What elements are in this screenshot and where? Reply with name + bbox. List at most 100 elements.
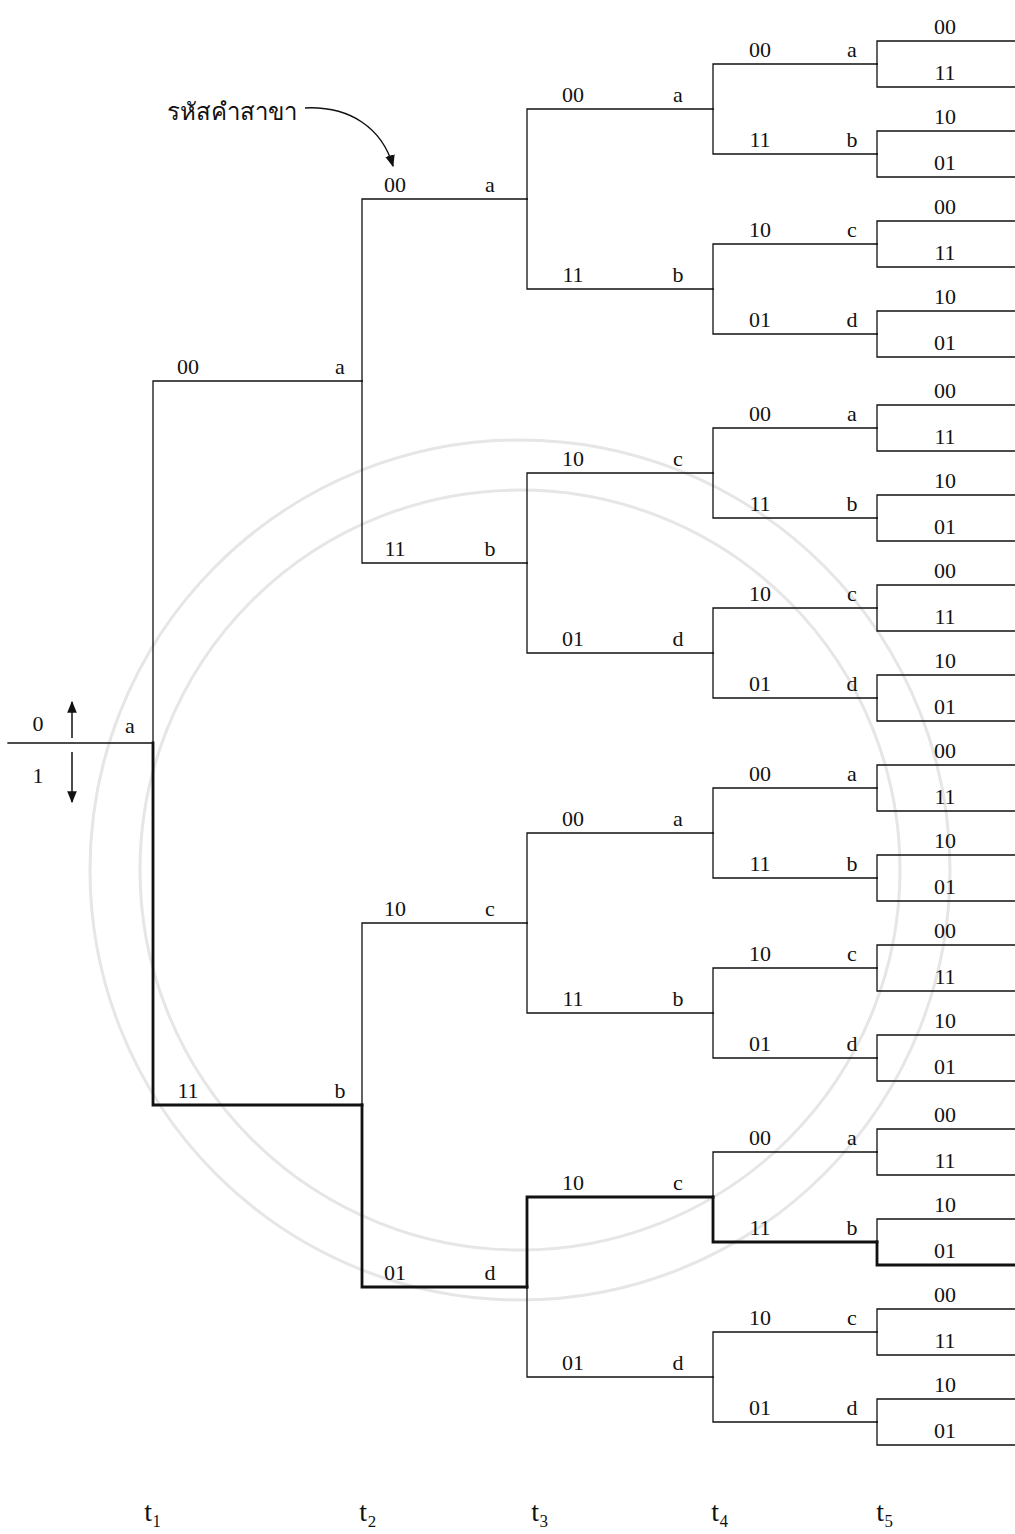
- tree-branch: [713, 1152, 877, 1197]
- codeword-label: 00: [934, 740, 956, 762]
- tree-branch: [713, 968, 877, 1013]
- state-label: a: [335, 356, 345, 378]
- codeword-label: 01: [562, 1352, 584, 1374]
- codeword-label: 00: [934, 1284, 956, 1306]
- state-label: d: [673, 628, 684, 650]
- state-label: c: [847, 219, 857, 241]
- tree-branch: [713, 653, 877, 698]
- codeword-label: 01: [934, 876, 956, 898]
- state-label: a: [847, 763, 857, 785]
- state-label: d: [847, 1033, 858, 1055]
- codeword-label: 10: [749, 219, 771, 241]
- codeword-label: 11: [749, 129, 770, 151]
- codeword-label: 00: [749, 39, 771, 61]
- state-label: a: [125, 715, 135, 737]
- codeword-label: 10: [934, 1010, 956, 1032]
- tree-branch: [527, 199, 713, 289]
- tree-branch: [877, 585, 1015, 608]
- tree-branch: [713, 289, 877, 334]
- codeword-label: 10: [562, 448, 584, 470]
- tree-branch: [713, 64, 877, 109]
- state-label: b: [847, 493, 858, 515]
- state-label: a: [847, 1127, 857, 1149]
- tree-branch: [527, 109, 713, 199]
- tree-branch: [527, 473, 713, 563]
- tree-branch: [877, 131, 1015, 154]
- codeword-label: 11: [177, 1080, 198, 1102]
- state-label: b: [673, 988, 684, 1010]
- codeword-label: 01: [562, 628, 584, 650]
- codeword-label: 00: [177, 356, 199, 378]
- input-bit-label: 1: [33, 765, 44, 787]
- tree-branch: [153, 381, 362, 743]
- codeword-label: 11: [934, 966, 955, 988]
- tree-branch: [713, 608, 877, 653]
- codeword-label: 01: [749, 1033, 771, 1055]
- codeword-label: 01: [749, 309, 771, 331]
- tree-branch: [877, 945, 1015, 968]
- codeword-label: 11: [934, 426, 955, 448]
- watermark-emblem: [90, 440, 950, 1300]
- state-label: d: [847, 309, 858, 331]
- state-label: b: [673, 264, 684, 286]
- tree-branch: [877, 675, 1015, 698]
- state-label: d: [847, 1397, 858, 1419]
- codeword-label: 01: [934, 696, 956, 718]
- codeword-label: 11: [934, 606, 955, 628]
- tree-branch: [877, 221, 1015, 244]
- codeword-label: 01: [934, 1056, 956, 1078]
- bold-path-branch: [362, 1105, 527, 1287]
- tree-branch: [362, 923, 527, 1105]
- tree-branch: [713, 244, 877, 289]
- tree-branch: [8, 742, 153, 743]
- state-label: a: [673, 808, 683, 830]
- tree-branch: [527, 923, 713, 1013]
- state-label: b: [485, 538, 496, 560]
- state-label: c: [673, 448, 683, 470]
- codeword-label: 11: [934, 1150, 955, 1172]
- tree-branch: [713, 833, 877, 878]
- bold-path-branch: [713, 1197, 877, 1242]
- codeword-label: 01: [384, 1262, 406, 1284]
- state-label: d: [485, 1262, 496, 1284]
- tree-branch: [713, 428, 877, 473]
- bold-path-branch: [153, 743, 362, 1105]
- codeword-label: 10: [934, 830, 956, 852]
- codeword-label: 10: [749, 583, 771, 605]
- time-label: t₅: [876, 1498, 894, 1526]
- tree-branch: [877, 1219, 1015, 1242]
- codeword-label: 00: [934, 16, 956, 38]
- codeword-label: 10: [934, 650, 956, 672]
- tree-branch: [877, 765, 1015, 788]
- codeword-label: 11: [749, 853, 770, 875]
- codeword-label: 10: [384, 898, 406, 920]
- codeword-label: 10: [934, 106, 956, 128]
- bold-path-branch: [527, 1197, 713, 1287]
- tree-branch: [877, 1129, 1015, 1152]
- codeword-label: 10: [934, 470, 956, 492]
- tree-branch: [713, 1377, 877, 1422]
- codeword-label: 10: [934, 1374, 956, 1396]
- time-label: t₃: [531, 1498, 549, 1526]
- tree-branch: [877, 855, 1015, 878]
- state-label: b: [847, 853, 858, 875]
- state-label: b: [847, 129, 858, 151]
- codeword-label: 10: [749, 943, 771, 965]
- tree-branch: [713, 1332, 877, 1377]
- codeword-label: 01: [934, 1240, 956, 1262]
- state-label: b: [335, 1080, 346, 1102]
- state-label: c: [485, 898, 495, 920]
- input-up-arrow: [71, 702, 73, 738]
- state-label: b: [847, 1217, 858, 1239]
- codeword-label: 01: [749, 673, 771, 695]
- callout-arrow: [305, 108, 393, 166]
- state-label: c: [847, 943, 857, 965]
- tree-branch: [362, 381, 527, 563]
- state-label: c: [847, 583, 857, 605]
- tree-branch: [527, 1287, 713, 1377]
- codeword-label: 00: [934, 560, 956, 582]
- time-label: t₂: [359, 1498, 377, 1526]
- tree-branch: [713, 1013, 877, 1058]
- codeword-label: 00: [562, 808, 584, 830]
